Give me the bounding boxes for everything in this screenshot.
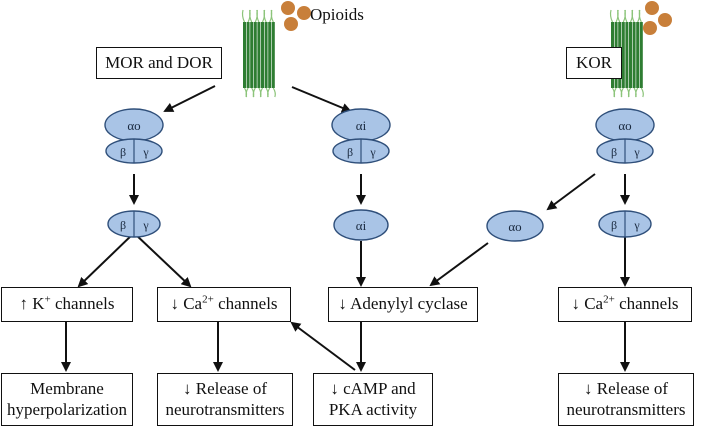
camp-pka-box: ↓ cAMP and PKA activity: [313, 373, 433, 426]
adenylyl-cyclase-label: ↓ Adenylyl cyclase: [338, 294, 468, 314]
opioid-molecules-right-icon: [643, 1, 672, 35]
beta-label: β: [120, 218, 126, 232]
g-protein-alpha-i: αi β γ: [331, 108, 391, 164]
arrow-receptor-to-alpha-i: [291, 86, 352, 113]
release-neurotransmitters-box-left: ↓ Release of neurotransmitters: [157, 373, 293, 426]
beta-label: β: [120, 145, 126, 159]
opioid-molecules-left-icon: [281, 1, 311, 31]
arrow-alpha-o-to-adenylyl: [429, 242, 489, 287]
beta-label: β: [611, 218, 617, 232]
arrow-receptor-to-alpha-o: [163, 85, 216, 112]
alpha-o-label: αo: [618, 118, 631, 133]
free-alpha-i: αi: [333, 209, 389, 241]
adenylyl-cyclase-box: ↓ Adenylyl cyclase: [328, 287, 478, 322]
kor-box: KOR: [566, 47, 622, 79]
k-channels-box: ↑ K+ channels: [1, 287, 133, 322]
ca-channels-label: ↓ Ca2+ channels: [571, 293, 679, 314]
free-beta-gamma-kor: β γ: [598, 210, 652, 238]
arrow-beta-gamma-to-k-channels: [77, 232, 135, 288]
opioids-label: Opioids: [310, 5, 364, 24]
mor-dor-box: MOR and DOR: [96, 47, 222, 79]
release-neurotransmitters-label: ↓ Release of neurotransmitters: [165, 379, 285, 419]
gamma-label: γ: [369, 145, 376, 159]
arrow-beta-gamma-to-ca-channels: [133, 232, 192, 288]
beta-label: β: [347, 145, 353, 159]
pathway-arrows: [61, 85, 630, 372]
g-protein-kor: αo β γ: [595, 108, 655, 164]
free-beta-gamma-left: β γ: [107, 210, 161, 238]
mor-dor-label: MOR and DOR: [105, 52, 213, 72]
membrane-hyperpolarization-box: Membrane hyperpolarization: [1, 373, 133, 426]
camp-pka-label: ↓ cAMP and PKA activity: [328, 379, 418, 419]
mor-dor-receptor-icon: [241, 9, 276, 98]
g-protein-mor-dor: αo β γ: [104, 108, 164, 164]
ca-channels-box-kor: ↓ Ca2+ channels: [558, 287, 692, 322]
gamma-label: γ: [633, 145, 640, 159]
arrow-camp-to-ca-channels: [290, 321, 356, 371]
arrow-kor-g-protein-to-alpha-o: [546, 173, 596, 211]
release-neurotransmitters-box-kor: ↓ Release of neurotransmitters: [558, 373, 694, 426]
ca-channels-label: ↓ Ca2+ channels: [170, 293, 278, 314]
gamma-label: γ: [142, 218, 149, 232]
alpha-i-label: αi: [356, 218, 367, 233]
alpha-i-label: αi: [356, 118, 367, 133]
beta-label: β: [611, 145, 617, 159]
alpha-o-label: αo: [127, 118, 140, 133]
k-channels-label: ↑ K+ channels: [19, 293, 115, 314]
release-neurotransmitters-label: ↓ Release of neurotransmitters: [566, 379, 686, 419]
ca-channels-box-left: ↓ Ca2+ channels: [157, 287, 291, 322]
alpha-o-label: αo: [508, 219, 521, 234]
membrane-hyperpolarization-label: Membrane hyperpolarization: [7, 379, 127, 419]
free-alpha-o: αo: [486, 210, 544, 242]
gamma-label: γ: [142, 145, 149, 159]
gamma-label: γ: [633, 218, 640, 232]
kor-label: KOR: [576, 52, 612, 72]
